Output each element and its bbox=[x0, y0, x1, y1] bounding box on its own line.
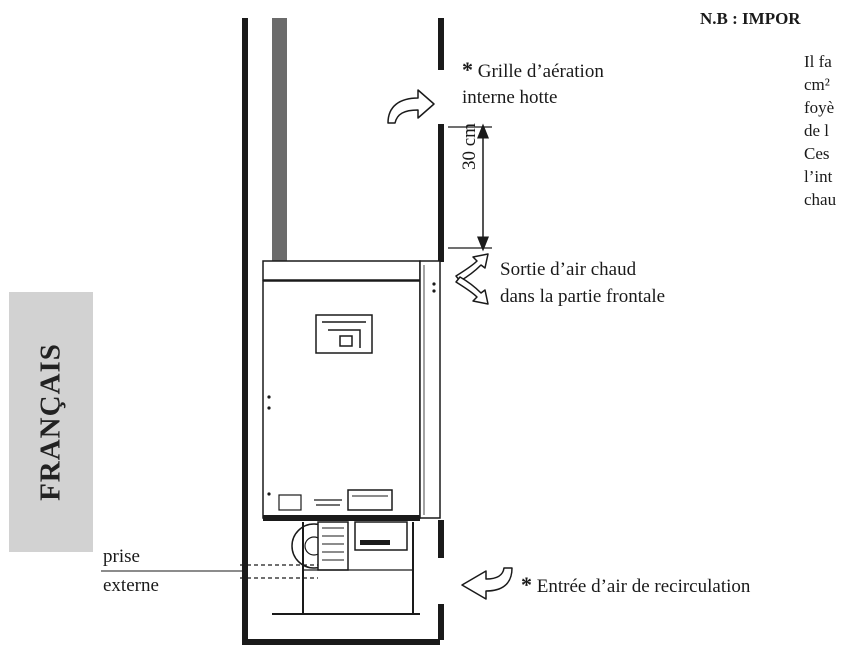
notes-line: cm² bbox=[804, 75, 830, 94]
side-dot-2 bbox=[267, 406, 271, 410]
notes-body: Il fa cm² foyè de l Ces l’int chau bbox=[804, 50, 836, 211]
flue-pipe bbox=[272, 18, 287, 261]
grille-asterisk: * bbox=[462, 57, 473, 82]
side-dot-1 bbox=[267, 395, 271, 399]
grille-label-line2: interne hotte bbox=[462, 87, 558, 108]
fan-motor bbox=[317, 521, 349, 571]
hot-air-label-line1: Sortie d’air chaud bbox=[500, 259, 637, 280]
stand-box-bar bbox=[360, 540, 390, 545]
recirculation-asterisk: * bbox=[521, 572, 532, 597]
bottom-box-left bbox=[278, 494, 302, 511]
front-dot-2 bbox=[432, 289, 436, 293]
stove-front-panel bbox=[419, 260, 441, 519]
hopper-window bbox=[315, 314, 373, 354]
notes-line: de l bbox=[804, 121, 830, 140]
bottom-component bbox=[347, 489, 393, 511]
grille-label-line1: * Grille d’aération bbox=[462, 58, 604, 84]
dimension-label: 30 cm bbox=[459, 123, 480, 170]
notes-line: foyè bbox=[804, 98, 835, 117]
hood-airflow-arrow bbox=[387, 89, 435, 124]
stand-box bbox=[354, 521, 408, 551]
front-dot-1 bbox=[432, 282, 436, 286]
notes-line: Ces bbox=[804, 144, 830, 163]
side-dot-3 bbox=[267, 492, 271, 496]
recirculation-arrow bbox=[461, 567, 513, 600]
notes-title: N.B : IMPOR bbox=[700, 9, 801, 28]
prise-label-line1: prise bbox=[103, 546, 140, 567]
bottom-connector bbox=[314, 499, 342, 506]
hopper-mechanism bbox=[322, 321, 366, 348]
stove-top-band bbox=[262, 260, 421, 281]
notes-line: Il fa bbox=[804, 52, 832, 71]
recirculation-label-text: Entrée d’air de recirculation bbox=[536, 576, 751, 597]
recirculation-label: * Entrée d’air de recirculation bbox=[521, 573, 750, 599]
language-tab: FRANÇAIS bbox=[9, 292, 93, 552]
hot-air-arrow-down bbox=[455, 276, 489, 305]
stove-base bbox=[263, 515, 420, 521]
notes-line: chau bbox=[804, 190, 837, 209]
notes-line: l’int bbox=[804, 167, 833, 186]
hot-air-label-line2: dans la partie frontale bbox=[500, 286, 666, 307]
hot-air-arrow-up bbox=[455, 253, 489, 282]
prise-label-line2: externe bbox=[103, 575, 159, 596]
fan-motor-detail bbox=[322, 527, 344, 561]
grille-label-text: Grille d’aération bbox=[477, 61, 604, 82]
